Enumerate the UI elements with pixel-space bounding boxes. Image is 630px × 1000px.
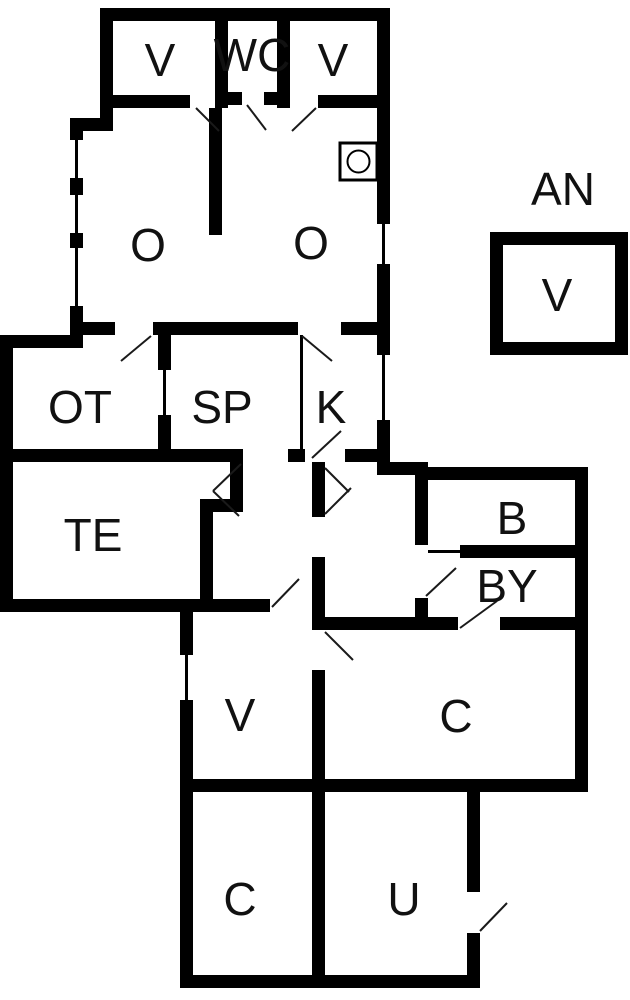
room-label-sp: SP [191,381,252,433]
door-swing-icon [271,578,300,608]
door-swing-icon [120,335,152,362]
door-swing-icon [324,467,350,493]
room-label-v-top-left: V [145,34,176,86]
door-swing-icon [324,631,354,661]
door-swing-icon [311,430,342,459]
windows [75,140,460,700]
room-label-b: B [497,492,528,544]
door-swing-icon [212,463,242,492]
room-label-u: U [387,873,420,925]
room-label-ot: OT [48,381,112,433]
room-label-by: BY [476,560,537,612]
room-label-te: TE [64,509,123,561]
door-swing-icon [324,487,352,515]
room-label-wc: WC [214,29,291,81]
door-swings [120,104,508,932]
annex-title: AN [531,163,595,215]
room-label-c-bottom: C [223,873,256,925]
door-swing-icon [459,600,498,629]
room-label-o-right: O [293,217,329,269]
door-swing-icon [291,107,317,132]
room-label-o-left: O [130,219,166,271]
room-label-v-mid: V [225,689,256,741]
door-swing-icon [212,490,240,517]
room-label-v-top-right: V [318,34,349,86]
room-labels: V WC V O O OT SP K TE B BY V C C U AN V [48,29,595,925]
annex-room-label-v: V [542,269,573,321]
room-label-k: K [316,381,347,433]
door-swing-icon [425,567,457,597]
room-label-c-right: C [439,690,472,742]
door-swing-icon [301,335,333,362]
walls [0,8,628,988]
door-swing-icon [195,107,220,132]
door-swing-icon [479,902,508,932]
door-swing-icon [246,104,267,131]
washbasin-icon [338,141,379,182]
